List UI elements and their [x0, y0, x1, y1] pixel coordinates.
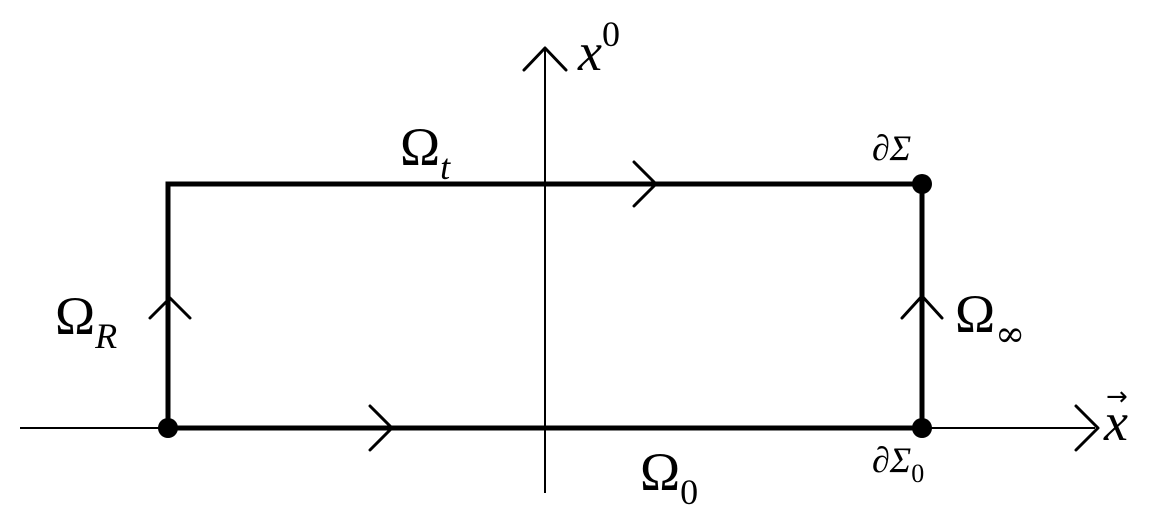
contour-bottom-label: Ω0	[640, 442, 698, 509]
contour-top-label: Ωt	[400, 117, 451, 187]
top-edge-direction-arrow	[632, 160, 658, 208]
left-edge-direction-arrow	[148, 296, 192, 320]
horizontal-axis-arrowhead	[1074, 404, 1100, 452]
point-top-right	[912, 174, 932, 194]
top-right-point-label: ∂Σ	[872, 128, 911, 168]
point-left-bottom	[158, 418, 178, 438]
horizontal-axis-vector-accent: →	[1106, 382, 1128, 412]
point-bottom-right	[912, 418, 932, 438]
vertical-axis-arrowhead	[522, 46, 568, 72]
bottom-right-point-label: ∂Σ0	[872, 440, 924, 488]
contour-right-label: Ω∞	[955, 284, 1025, 355]
vertical-axis-label: x0	[577, 14, 620, 82]
horizontal-axis-label: x	[1103, 392, 1128, 452]
right-edge-direction-arrow	[900, 294, 944, 320]
contour-left-label: ΩR	[55, 286, 117, 356]
bottom-edge-direction-arrow	[368, 404, 394, 452]
